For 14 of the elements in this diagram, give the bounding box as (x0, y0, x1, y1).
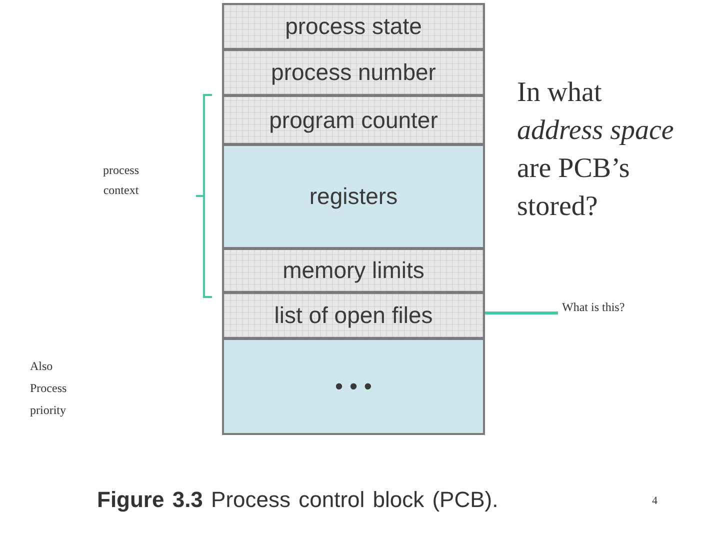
pcb-field: program counter (222, 95, 485, 145)
pcb-field: process number (222, 49, 485, 96)
question-text: In what address space are PCB’s stored? (517, 76, 675, 224)
bracket-label: process context (102, 162, 140, 199)
page-number: 4 (652, 494, 658, 508)
pcb-field: • • • (222, 338, 485, 435)
pcb-field: registers (222, 144, 485, 249)
annotation-text: What is this? (562, 298, 625, 316)
leader-line (485, 312, 558, 314)
annotation-text: Also Process priority (30, 358, 68, 419)
figure-caption: Figure 3.3 Process control block (PCB). (97, 487, 498, 513)
pcb-field: list of open files (222, 292, 485, 339)
pcb-field: process state (222, 3, 485, 50)
pcb-field: memory limits (222, 248, 485, 293)
